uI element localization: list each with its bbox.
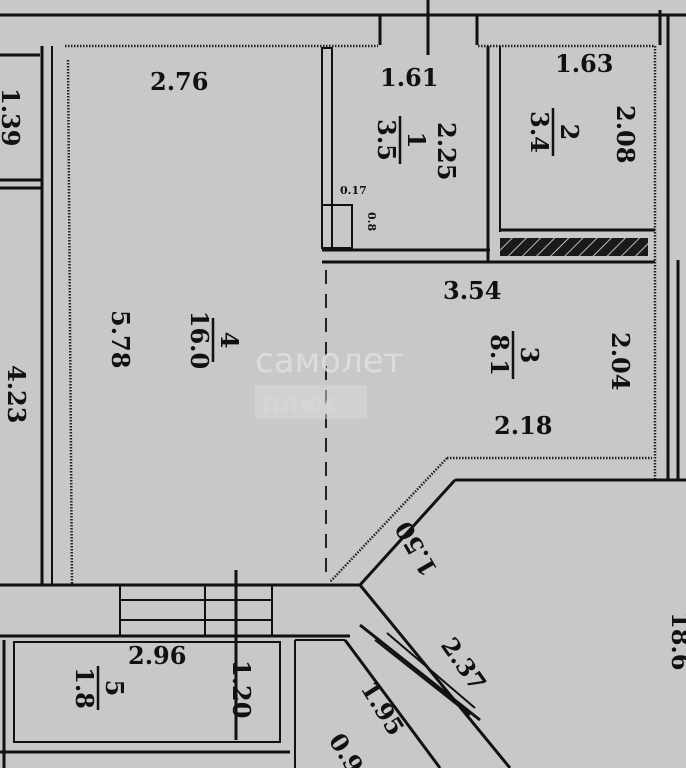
room1-number: 1 (402, 132, 431, 149)
room1-width: 1.61 (380, 63, 438, 92)
room3-number: 3 (515, 347, 544, 364)
right-area: 18.6 (666, 612, 686, 670)
hatched-wall (500, 238, 648, 256)
left-mid-length: 4.23 (2, 365, 31, 423)
room4-label: 4 16.0 (185, 311, 244, 369)
room5-width: 2.96 (128, 641, 186, 670)
room2-length: 2.08 (611, 105, 640, 163)
watermark-line2: плюс (262, 389, 340, 419)
room3-bottom: 2.18 (494, 411, 552, 440)
room1-area: 3.5 (372, 119, 401, 161)
room2-number: 2 (555, 124, 584, 141)
room2-label: 2 3.4 (525, 108, 584, 156)
room5-length: 1.20 (227, 660, 256, 718)
watermark: самолет плюс (255, 341, 403, 419)
room2-width: 1.63 (555, 49, 613, 78)
room3-length: 2.04 (606, 332, 635, 390)
room3-label: 3 8.1 (485, 331, 544, 379)
watermark-line1: самолет (255, 341, 403, 381)
left-top-length: 1.39 (0, 88, 25, 146)
room5-area: 1.8 (70, 667, 99, 709)
room4-area: 16.0 (185, 311, 214, 369)
room4-width: 2.76 (150, 67, 208, 96)
room1-niche-length: 0.8 (365, 212, 378, 231)
room2-area: 3.4 (525, 111, 554, 153)
room1-niche-width: 0.17 (340, 184, 367, 197)
room1-label: 1 3.5 (372, 116, 431, 164)
room1-length: 2.25 (432, 122, 461, 180)
room5-label: 5 1.8 (70, 666, 129, 710)
room5-number: 5 (100, 680, 129, 697)
room3-width: 3.54 (443, 276, 501, 305)
room4-length: 5.78 (106, 310, 135, 368)
room3-area: 8.1 (485, 334, 514, 376)
room4-number: 4 (215, 332, 244, 349)
